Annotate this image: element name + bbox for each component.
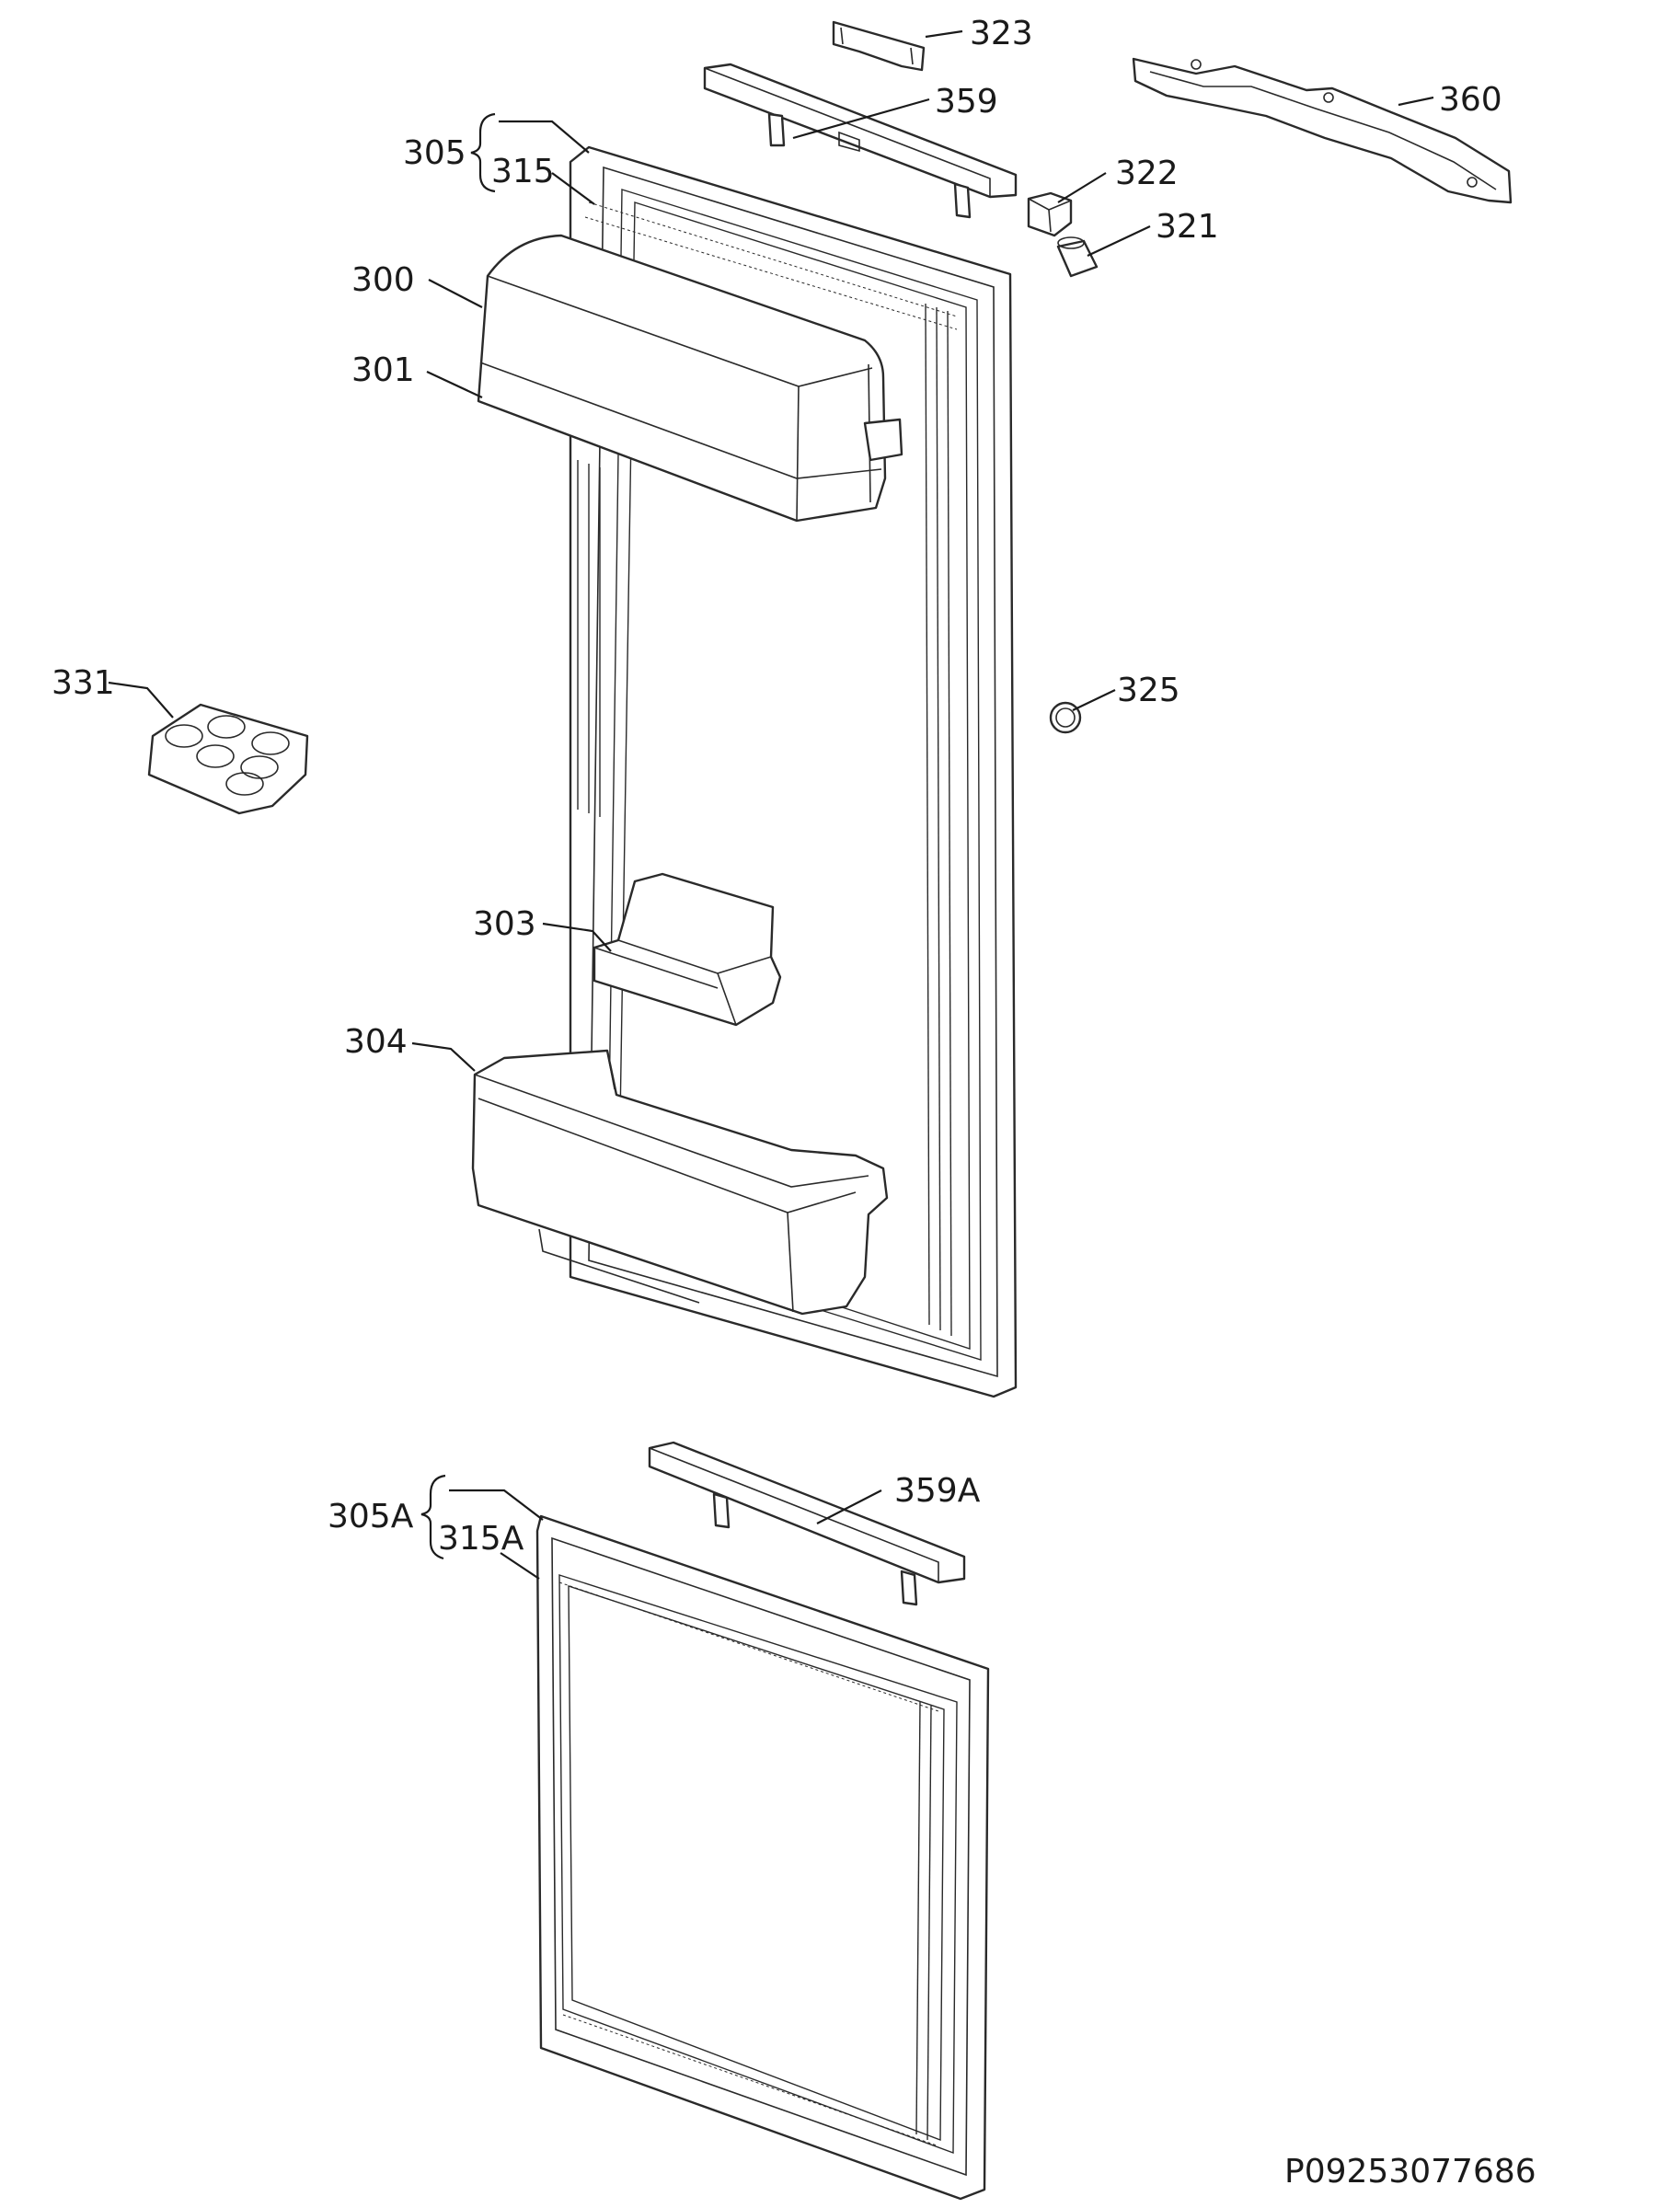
handle-bar-359A xyxy=(648,1441,966,1606)
label-303: 303 xyxy=(473,905,536,943)
label-325: 325 xyxy=(1117,672,1180,709)
bottle-shelf-304 xyxy=(471,1049,889,1316)
cover-cap-325 xyxy=(1049,701,1082,734)
label-359A: 359A xyxy=(894,1472,981,1510)
label-305: 305 xyxy=(403,134,466,172)
label-323: 323 xyxy=(970,15,1033,52)
door-shelf-303 xyxy=(593,872,782,1027)
hinge-cap-323 xyxy=(832,20,926,72)
label-304: 304 xyxy=(344,1023,408,1061)
lower-door-frame-305A xyxy=(535,1514,990,2201)
handle-bar-359 xyxy=(703,63,1018,219)
label-300: 300 xyxy=(351,261,415,299)
dairy-compartment-300 xyxy=(477,234,903,523)
hinge-plate-360 xyxy=(1132,57,1513,204)
label-305A: 305A xyxy=(328,1498,414,1535)
label-359: 359 xyxy=(935,83,998,121)
label-315: 315 xyxy=(491,153,555,190)
label-360: 360 xyxy=(1439,81,1502,119)
egg-tray-331 xyxy=(147,703,309,815)
label-315A: 315A xyxy=(438,1520,524,1558)
drawing-code: P09253077686 xyxy=(1284,2153,1536,2191)
label-321: 321 xyxy=(1156,208,1219,246)
label-301: 301 xyxy=(351,351,415,389)
hinge-pin-321 xyxy=(1056,236,1099,278)
label-331: 331 xyxy=(52,664,115,702)
hinge-block-322 xyxy=(1027,191,1073,237)
label-322: 322 xyxy=(1115,155,1179,192)
